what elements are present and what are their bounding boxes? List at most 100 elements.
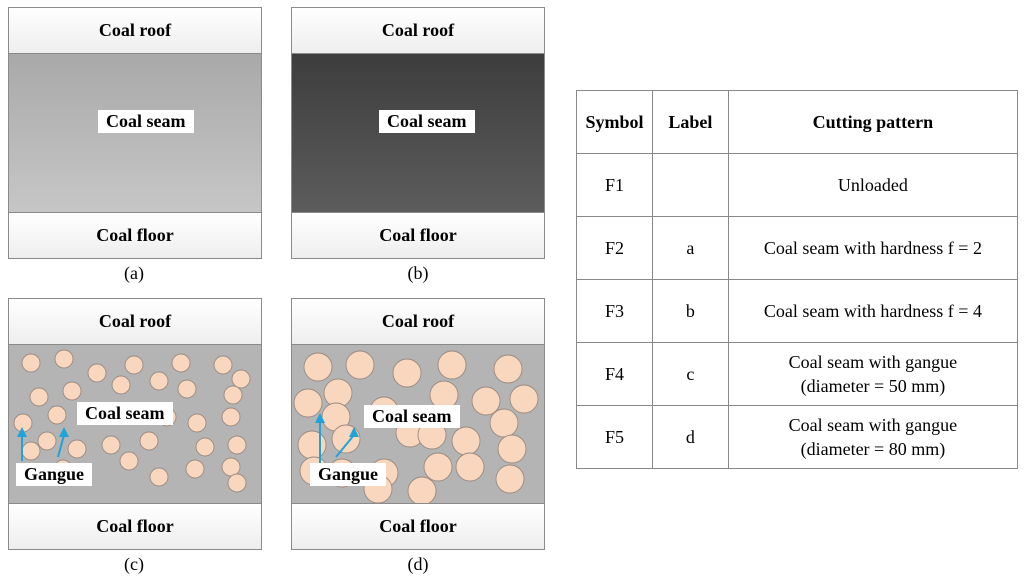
coal-seam-label: Coal seam — [379, 110, 475, 133]
gangue-label: Gangue — [16, 463, 93, 486]
panel-c: Coal roof Coal seam Gangue Coal floor — [8, 298, 262, 550]
gangue-particle — [221, 457, 241, 477]
gangue-particle — [471, 386, 501, 416]
gangue-particle — [455, 452, 485, 482]
pattern-text: Coal seam with gangue — [788, 414, 958, 435]
gangue-particle — [493, 354, 523, 384]
coal-roof-label: Coal roof — [9, 8, 261, 54]
gangue-particle — [495, 464, 525, 494]
gangue-particle — [345, 350, 375, 380]
gangue-particle — [62, 381, 82, 401]
pattern-text: Coal seam with hardness f = 2 — [763, 237, 982, 258]
gangue-particle — [297, 430, 327, 460]
gangue-particle — [87, 363, 107, 383]
label-cell — [651, 153, 729, 217]
caption-c: (c) — [124, 554, 144, 574]
caption-b: (b) — [407, 263, 429, 283]
pattern-cell: Coal seam with gangue (diameter = 80 mm) — [727, 405, 1019, 469]
gangue-particle — [149, 467, 169, 487]
gangue-particle — [227, 435, 247, 455]
gangue-particle — [101, 435, 121, 455]
coal-seam-label: Coal seam — [98, 110, 194, 133]
caption-a: (a) — [124, 263, 144, 283]
gangue-particle — [185, 459, 205, 479]
panel-b: Coal roof Coal seam Coal floor — [291, 7, 545, 259]
pattern-cell: Unloaded — [727, 153, 1019, 217]
gangue-particle — [227, 473, 247, 493]
pattern-text: Unloaded — [837, 174, 908, 195]
gangue-particle — [451, 426, 481, 456]
coal-seam-label: Coal seam — [77, 402, 173, 425]
label-cell: a — [651, 216, 729, 280]
table-row: F4 c Coal seam with gangue (diameter = 5… — [576, 342, 1019, 406]
symbol-cell: F2 — [576, 216, 653, 280]
symbol-cell: F5 — [576, 405, 653, 469]
gangue-particle — [423, 452, 453, 482]
pattern-cell: Coal seam with hardness f = 2 — [727, 216, 1019, 280]
arrow-head-icon — [349, 427, 359, 437]
gangue-arrow — [335, 434, 355, 458]
symbol-cell: F1 — [576, 153, 653, 217]
label-header: Label — [651, 90, 729, 154]
gangue-particle — [231, 369, 251, 389]
label-cell: d — [651, 405, 729, 469]
symbol-cell: F3 — [576, 279, 653, 343]
gangue-particle — [195, 437, 215, 457]
gangue-particle — [392, 358, 422, 388]
gangue-particle — [331, 424, 361, 454]
gangue-particle — [21, 441, 41, 461]
gangue-particle — [489, 408, 519, 438]
coal-floor-label: Coal floor — [9, 503, 261, 549]
coal-seam-layer — [292, 54, 544, 212]
gangue-particle — [303, 352, 333, 382]
label-cell: b — [651, 279, 729, 343]
coal-seam-layer — [9, 54, 261, 212]
panel-a: Coal roof Coal seam Coal floor — [8, 7, 262, 259]
gangue-particle — [171, 353, 191, 373]
gangue-label: Gangue — [310, 463, 387, 486]
coal-roof-label: Coal roof — [292, 299, 544, 345]
gangue-particle — [187, 413, 207, 433]
gangue-particle — [177, 379, 197, 399]
gangue-particle — [497, 434, 527, 464]
pattern-text-detail: (diameter = 50 mm) — [800, 376, 946, 396]
gangue-particle — [111, 375, 131, 395]
gangue-particle — [47, 405, 67, 425]
gangue-particle — [139, 431, 159, 451]
gangue-particle — [509, 384, 539, 414]
coal-roof-label: Coal roof — [9, 299, 261, 345]
symbol-cell: F4 — [576, 342, 653, 406]
gangue-particle — [119, 451, 139, 471]
gangue-arrow — [57, 434, 65, 458]
gangue-particle — [29, 387, 49, 407]
table-row: F3 b Coal seam with hardness f = 4 — [576, 279, 1019, 343]
coal-seam-label: Coal seam — [364, 405, 460, 428]
gangue-particle — [223, 385, 243, 405]
arrow-head-icon — [17, 427, 27, 437]
pattern-text: Coal seam with gangue — [788, 351, 958, 372]
cutting-pattern-table: Symbol Label Cutting pattern F1 Unloaded… — [576, 90, 1019, 469]
table-row: F2 a Coal seam with hardness f = 2 — [576, 216, 1019, 280]
arrow-head-icon — [315, 413, 325, 423]
coal-floor-label: Coal floor — [292, 503, 544, 549]
gangue-particle — [437, 350, 467, 380]
gangue-particle — [221, 407, 241, 427]
pattern-cell: Coal seam with gangue (diameter = 50 mm) — [727, 342, 1019, 406]
gangue-particle — [124, 355, 144, 375]
pattern-text: Coal seam with hardness f = 4 — [763, 300, 982, 321]
table-row: F1 Unloaded — [576, 153, 1019, 217]
coal-roof-label: Coal roof — [292, 8, 544, 54]
gangue-particle — [407, 476, 437, 506]
coal-floor-label: Coal floor — [9, 212, 261, 258]
label-cell: c — [651, 342, 729, 406]
arrow-head-icon — [59, 427, 69, 437]
cutting-pattern-header: Cutting pattern — [727, 90, 1019, 154]
table-row: F5 d Coal seam with gangue (diameter = 8… — [576, 405, 1019, 469]
coal-floor-label: Coal floor — [292, 212, 544, 258]
symbol-header: Symbol — [576, 90, 653, 154]
pattern-cell: Coal seam with hardness f = 4 — [727, 279, 1019, 343]
panel-d: Coal roof Coal seam Gangue Coal floor — [291, 298, 545, 550]
gangue-particle — [67, 439, 87, 459]
gangue-particle — [54, 349, 74, 369]
gangue-particle — [37, 431, 57, 451]
